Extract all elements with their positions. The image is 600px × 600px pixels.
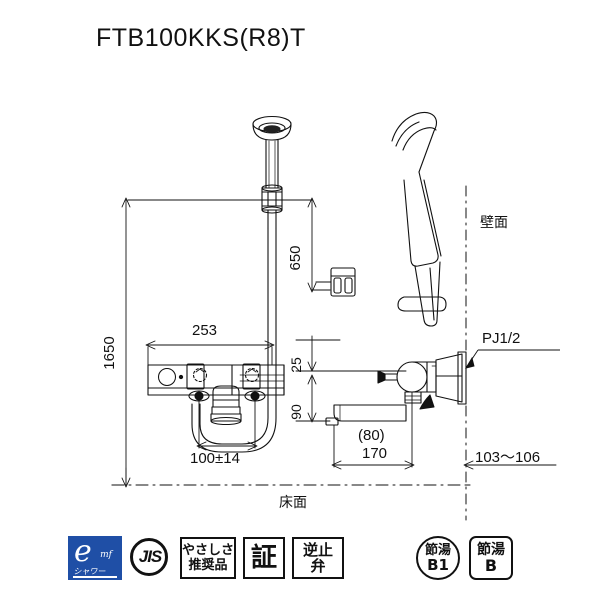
gyaku-line1: 逆止	[302, 541, 333, 559]
jis-label: JIS	[138, 547, 163, 566]
label-pj-thread: PJ1/2	[482, 330, 521, 347]
faucet-body-front	[147, 363, 285, 426]
yasashisa-line1: やさしさ	[182, 543, 235, 558]
hand-shower-side	[391, 111, 447, 327]
eco-underline	[73, 576, 117, 578]
setsuyu-b1-line2: B1	[427, 555, 449, 574]
dimension-lines	[121, 197, 557, 488]
badge-gyakushiben: 逆止 弁	[292, 537, 344, 579]
eco-mf-glyph: mf	[100, 550, 112, 560]
label-floor: 床面	[279, 495, 307, 511]
dim-100-14: 100±14	[190, 450, 240, 467]
gyaku-line2: 弁	[310, 557, 326, 575]
label-wall: 壁面	[480, 215, 508, 231]
badge-yasashisa: やさしさ 推奨品	[180, 537, 236, 579]
water-saving-badges: 節湯 B1 節湯 B	[416, 536, 513, 580]
setsuyu-b-line1: 節湯	[477, 541, 505, 558]
badge-eco-shower: e mf シャワー	[68, 536, 122, 580]
badge-setsuyu-b1: 節湯 B1	[416, 536, 460, 580]
shower-hose-front	[191, 227, 277, 453]
dim-spout-80: (80)	[358, 427, 385, 444]
setsuyu-b-line2: B	[484, 555, 498, 575]
dim-wall-clearance: 103〜106	[475, 449, 541, 466]
badge-jis: JIS	[129, 537, 173, 579]
shower-hook-front	[315, 267, 356, 297]
dim-253: 253	[192, 322, 218, 339]
jis-ring	[130, 538, 168, 576]
badge-sho: 証	[243, 537, 285, 579]
setsuyu-b1-line1: 節湯	[424, 542, 451, 558]
sho-label: 証	[250, 543, 277, 573]
shower-head-front	[252, 115, 292, 229]
eco-e-glyph: e	[74, 536, 92, 569]
certification-badges: e mf シャワー JIS やさしさ 推奨品 証 逆止 弁	[68, 536, 344, 580]
page-title: FTB100KKS(R8)T	[96, 24, 306, 52]
yasashisa-line2: 推奨品	[188, 558, 228, 573]
badge-setsuyu-b: 節湯 B	[469, 536, 513, 580]
dim-spout-170: 170	[362, 445, 388, 462]
